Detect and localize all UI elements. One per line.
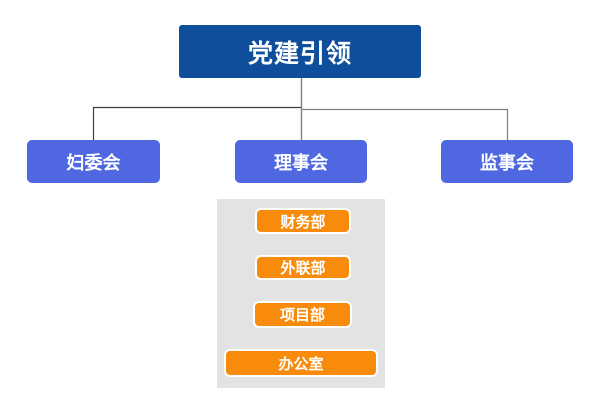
- dept-node-office-label: 办公室: [278, 355, 324, 373]
- dept-node-projects: 项目部: [253, 301, 352, 328]
- org-node-womens-committee-label: 妇委会: [66, 152, 121, 173]
- connector-root-to-left: [92, 106, 302, 140]
- org-node-root: 党建引领: [179, 25, 421, 78]
- dept-node-external-relations: 外联部: [255, 255, 351, 280]
- org-node-root-label: 党建引领: [247, 39, 352, 68]
- org-node-womens-committee: 妇委会: [27, 140, 160, 183]
- org-node-supervisory-board: 监事会: [441, 140, 573, 183]
- dept-node-finance-label: 财务部: [280, 213, 326, 231]
- departments-panel: 财务部 外联部 项目部 办公室: [217, 199, 385, 388]
- dept-node-office: 办公室: [224, 349, 378, 377]
- dept-node-external-relations-label: 外联部: [280, 260, 326, 277]
- org-node-council: 理事会: [235, 140, 367, 183]
- dept-node-projects-label: 项目部: [279, 307, 325, 324]
- org-node-council-label: 理事会: [274, 152, 328, 173]
- org-node-supervisory-board-label: 监事会: [480, 152, 534, 173]
- connector-root-to-right: [301, 108, 509, 140]
- dept-node-finance: 财务部: [255, 208, 351, 234]
